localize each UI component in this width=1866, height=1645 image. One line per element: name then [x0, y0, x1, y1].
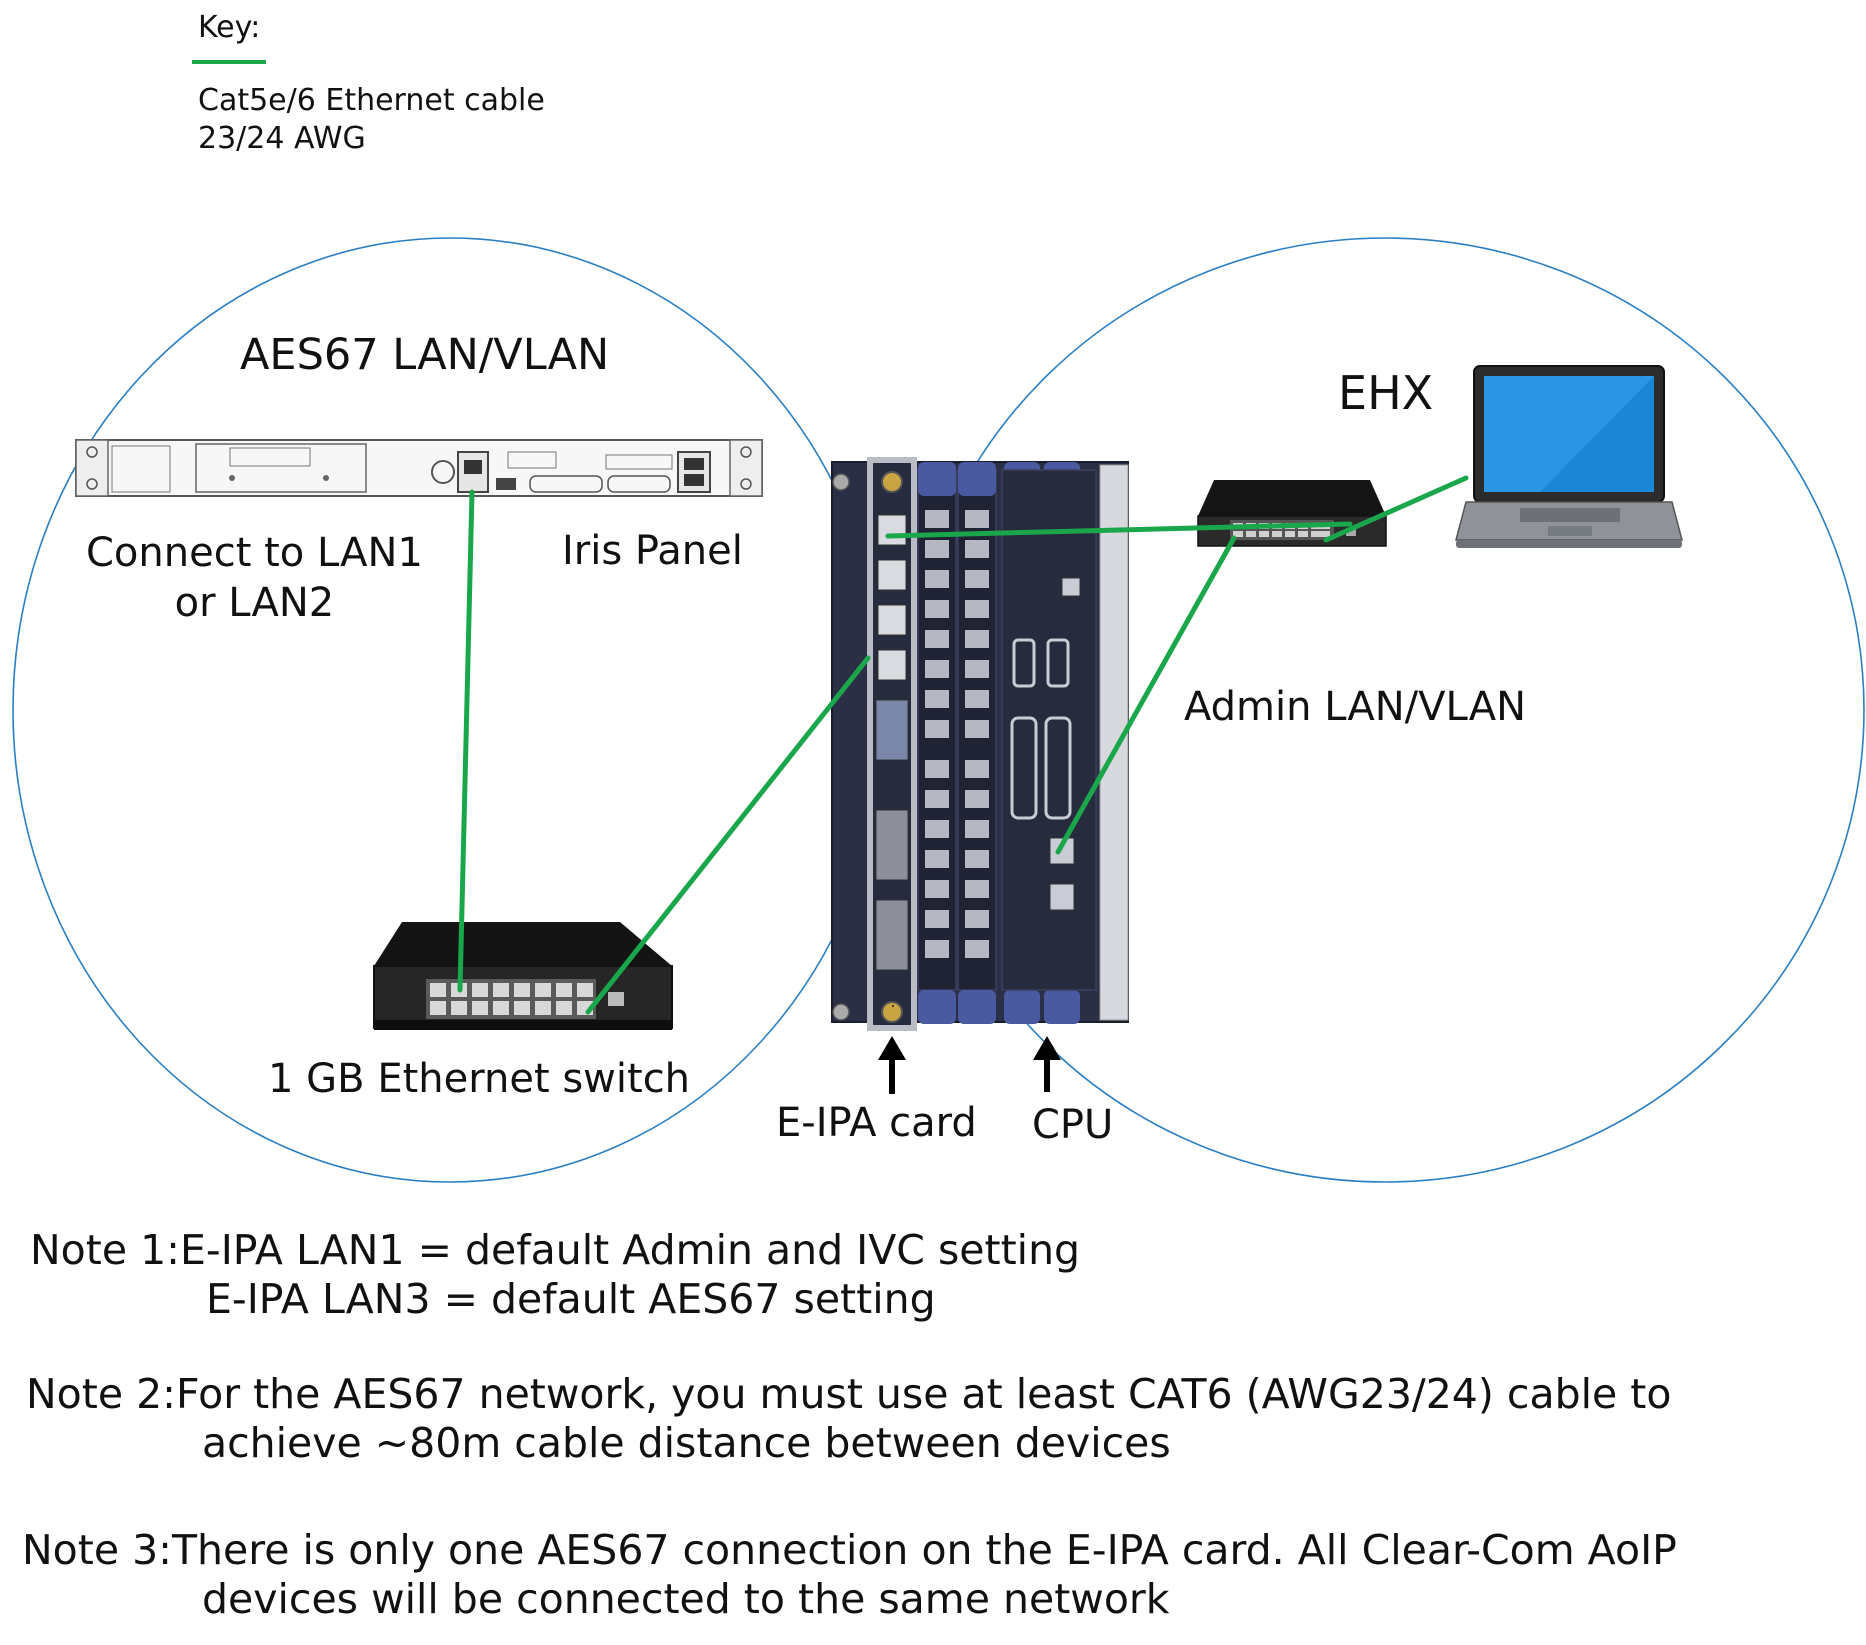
key-description-line1: Cat5e/6 Ethernet cable	[198, 83, 545, 118]
note-1-line2: E-IPA LAN3 = default AES67 setting	[206, 1275, 936, 1323]
laptop-device	[1455, 365, 1683, 548]
arrows	[878, 1036, 1061, 1094]
note-2: Note 2: For the AES67 network, you must …	[26, 1370, 1671, 1468]
connect-to-lan-line1: Connect to LAN1	[86, 530, 423, 576]
cable-iris-panel-to-switch	[457, 489, 475, 993]
eclipse-hx-frame	[831, 457, 1129, 1031]
ehx-label: EHX	[1338, 366, 1434, 420]
switch-label: 1 GB Ethernet switch	[268, 1056, 691, 1102]
note-1-line1: E-IPA LAN1 = default Admin and IVC setti…	[180, 1226, 1081, 1274]
note-2-line1: For the AES67 network, you must use at l…	[176, 1370, 1672, 1418]
note-2-head: Note 2:	[26, 1370, 176, 1418]
note-1-head: Note 1:	[30, 1226, 180, 1274]
admin-switch-device	[1197, 480, 1387, 547]
note-3-head: Note 3:	[22, 1526, 172, 1574]
connect-to-lan-label: Connect to LAN1 or LAN2	[86, 528, 423, 628]
ethernet-switch-device	[373, 922, 673, 1030]
aes67-zone-label: AES67 LAN/VLAN	[240, 330, 610, 380]
eipa-arrow-head	[878, 1036, 906, 1060]
eipa-arrow-shaft	[889, 1052, 895, 1094]
eipa-card-label: E-IPA card	[776, 1100, 977, 1146]
note-3-line1: There is only one AES67 connection on th…	[172, 1526, 1677, 1574]
key-cable-swatch	[192, 60, 266, 64]
cable-switch-to-eipa-lan3	[585, 655, 871, 1015]
key-description: Cat5e/6 Ethernet cable 23/24 AWG	[198, 82, 545, 158]
cable-admin-switch-to-laptop	[1323, 475, 1469, 543]
note-3-line2: devices will be connected to the same ne…	[202, 1575, 1170, 1623]
admin-zone-label: Admin LAN/VLAN	[1184, 684, 1527, 730]
iris-panel-label: Iris Panel	[562, 528, 743, 574]
key-title: Key:	[198, 10, 261, 45]
note-1: Note 1: E-IPA LAN1 = default Admin and I…	[30, 1226, 1080, 1324]
cpu-arrow-shaft	[1044, 1052, 1050, 1092]
iris-panel-device	[75, 439, 763, 497]
connect-to-lan-line2: or LAN2	[174, 580, 335, 626]
cpu-arrow-head	[1033, 1036, 1061, 1060]
cpu-label: CPU	[1032, 1102, 1114, 1148]
cpu-card	[1001, 469, 1097, 991]
note-3: Note 3: There is only one AES67 connecti…	[22, 1526, 1677, 1624]
key-description-line2: 23/24 AWG	[198, 121, 366, 156]
note-2-line2: achieve ~80m cable distance between devi…	[202, 1419, 1171, 1467]
cable-admin-switch-to-cpu-lan1	[1055, 535, 1237, 855]
cable-eipa-lan1-to-admin-switch	[885, 521, 1353, 539]
cpu-lan2-port	[1049, 883, 1075, 911]
